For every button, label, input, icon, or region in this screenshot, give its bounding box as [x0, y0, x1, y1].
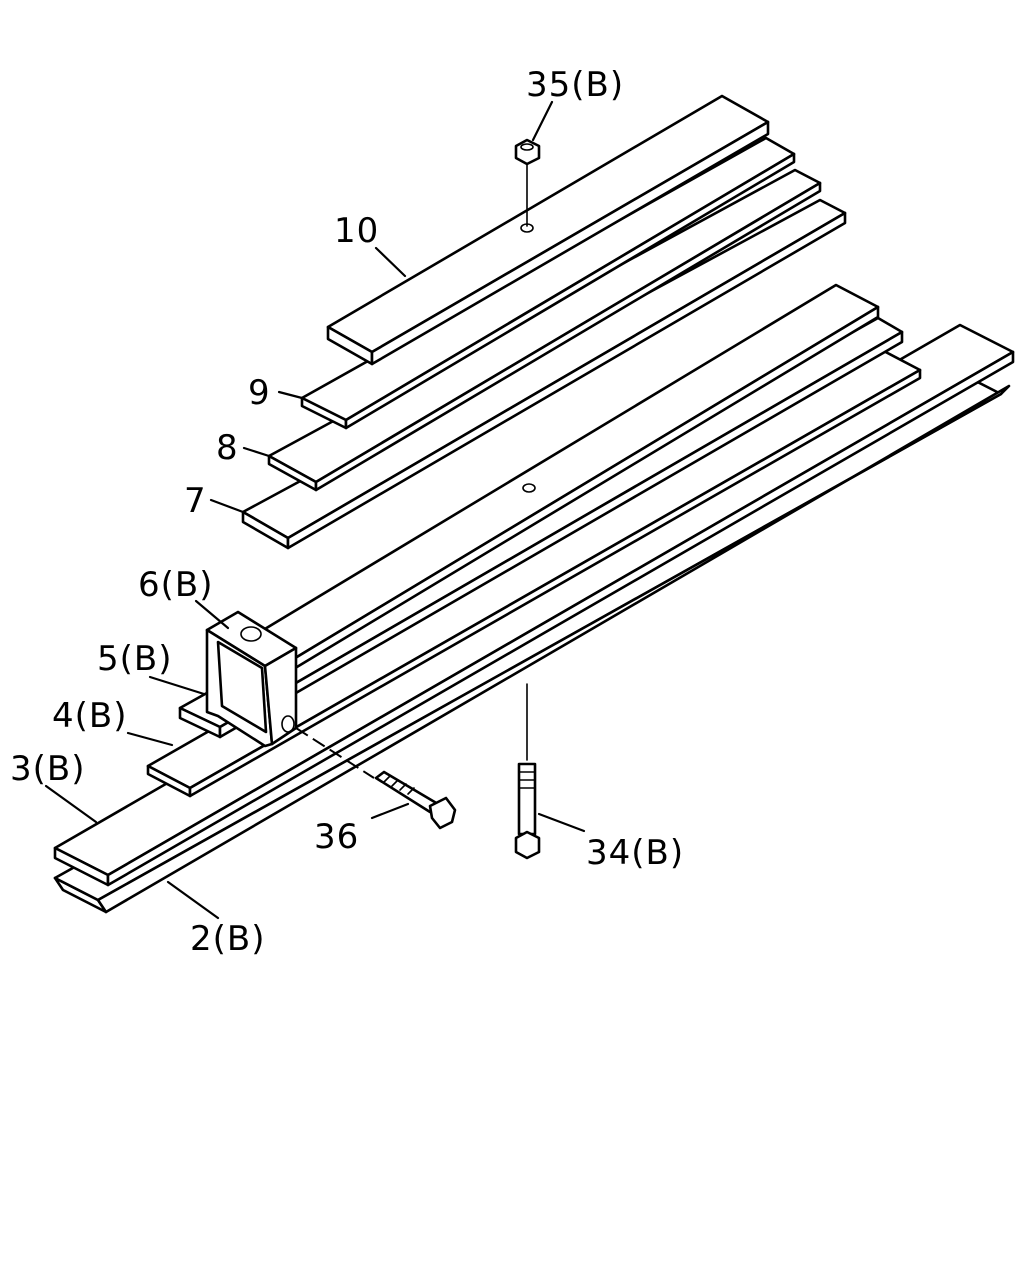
clip-bolt-hole [281, 715, 295, 733]
callout-6: 6(B) [138, 565, 214, 605]
callout-10: 10 [334, 211, 379, 251]
callout-2: 2(B) [190, 919, 266, 959]
callout-7: 7 [184, 481, 207, 521]
center-bolt-hole [522, 483, 536, 493]
leaf-8 [267, 168, 822, 492]
callout-labels: 35(B) 10 9 8 7 6(B) 5(B) 4(B) 3(B) 36 34… [10, 65, 684, 959]
bolt-36-icon [295, 727, 457, 830]
rebound-clip [205, 610, 298, 748]
callout-9: 9 [248, 373, 271, 413]
leader-lines [44, 100, 586, 920]
callout-34: 34(B) [586, 833, 684, 873]
callout-8: 8 [216, 428, 239, 468]
center-bolt-34-icon [514, 683, 541, 860]
nut-35-icon [514, 138, 541, 227]
callout-4: 4(B) [52, 696, 128, 736]
leaf-9 [300, 136, 796, 430]
leaf-6 [228, 283, 880, 684]
leaf-10 [326, 94, 770, 366]
callout-3: 3(B) [10, 749, 86, 789]
clip-hole-icon [240, 626, 262, 642]
callout-36: 36 [314, 817, 359, 857]
callout-5: 5(B) [97, 639, 173, 679]
leaf-7 [241, 198, 847, 550]
callout-35: 35(B) [526, 65, 624, 105]
leaf-4 [146, 346, 922, 798]
